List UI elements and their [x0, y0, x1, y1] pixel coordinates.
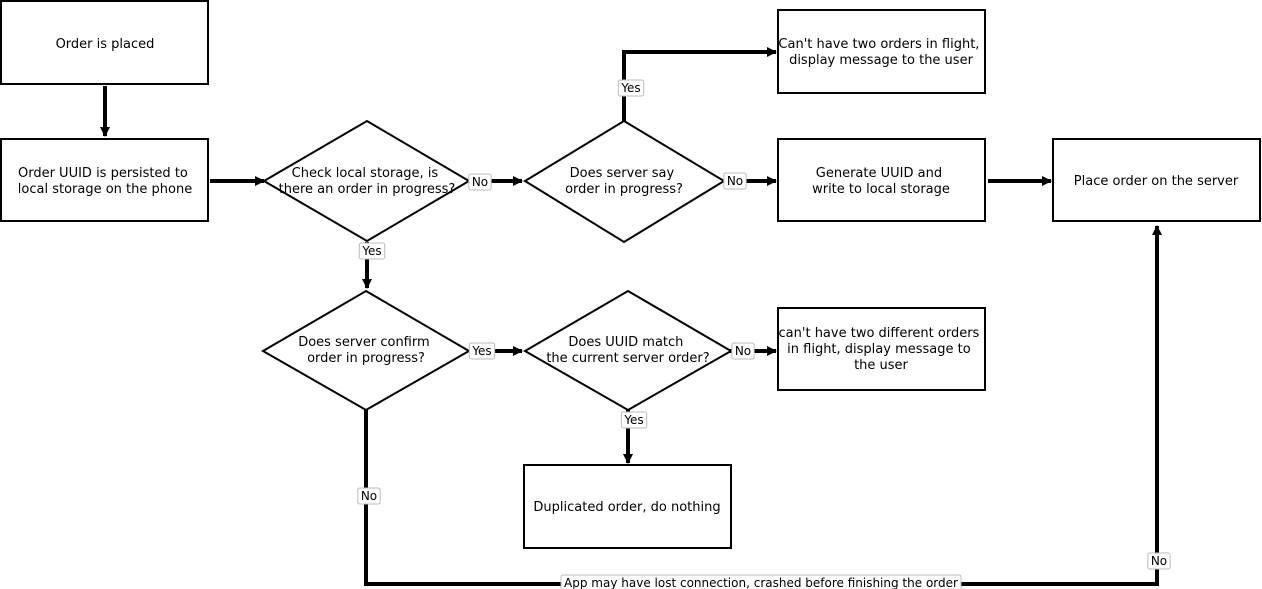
svg-text:App may have lost connection,: App may have lost connection, crashed be… — [564, 576, 958, 589]
check-local-line-2: there an order in progress? — [279, 182, 456, 197]
node-generate-uuid — [777, 138, 986, 222]
node-cant-two-orders — [777, 9, 986, 94]
cant-two-orders-text: Can't have two orders in flight, display… — [778, 37, 983, 68]
svg-text:Yes: Yes — [471, 344, 491, 358]
label-match-yes: Yes — [620, 411, 648, 429]
uuid-persisted-text: Order UUID is persisted to local storage… — [18, 166, 192, 197]
label-check-no: No — [468, 173, 492, 191]
server-in-progress-line-2: order in progress? — [565, 182, 683, 197]
uuid-persisted-line-1: Order UUID is persisted to — [18, 166, 188, 181]
label-confirm-yes: Yes — [468, 342, 496, 360]
label-server-yes: Yes — [617, 79, 645, 97]
uuid-match-text: Does UUID match the current server order… — [546, 335, 709, 366]
svg-text:Yes: Yes — [623, 413, 643, 427]
cant-two-different-text: can't have two different orders in fligh… — [779, 326, 984, 373]
node-duplicated — [523, 464, 732, 549]
generate-uuid-line-2: write to local storage — [812, 182, 950, 197]
server-in-progress-line-1: Does server say — [570, 166, 675, 181]
uuid-persisted-line-2: local storage on the phone — [18, 182, 192, 197]
uuid-match-line-2: the current server order? — [546, 351, 709, 366]
server-confirm-text: Does server confirm order in progress? — [298, 335, 434, 366]
node-place-order — [1052, 138, 1261, 222]
label-server-no: No — [723, 172, 747, 190]
server-confirm-line-2: order in progress? — [307, 351, 425, 366]
label-match-no: No — [731, 342, 755, 360]
svg-text:No: No — [361, 489, 377, 503]
decision-server-in-progress — [523, 119, 726, 244]
label-confirm-no: No — [357, 487, 381, 505]
server-confirm-line-1: Does server confirm — [298, 335, 429, 350]
node-order-placed — [0, 0, 209, 85]
place-order-text: Place order on the server — [1074, 174, 1239, 189]
generate-uuid-line-1: Generate UUID and — [816, 166, 942, 181]
node-uuid-persisted — [0, 138, 209, 222]
edge-confirm-no-return — [364, 225, 1162, 586]
order-placed-text: Order is placed — [56, 37, 155, 52]
svg-text:No: No — [727, 174, 743, 188]
cant-two-different-line-1: can't have two different orders — [779, 326, 980, 341]
svg-text:Yes: Yes — [620, 81, 640, 95]
uuid-match-line-1: Does UUID match — [568, 335, 683, 350]
edge-server-yes — [622, 47, 777, 121]
server-in-progress-text: Does server say order in progress? — [565, 166, 683, 197]
decision-check-local — [262, 119, 471, 243]
cant-two-different-line-3: the user — [854, 358, 908, 373]
generate-uuid-text: Generate UUID and write to local storage — [812, 166, 950, 197]
label-return-no: No — [1147, 552, 1171, 570]
cant-two-orders-line-2: display message to the user — [789, 53, 974, 68]
svg-text:No: No — [1151, 554, 1167, 568]
label-check-yes: Yes — [358, 242, 386, 260]
check-local-line-1: Check local storage, is — [292, 166, 439, 181]
label-bottom-note: App may have lost connection, crashed be… — [560, 574, 962, 589]
cant-two-orders-line-1: Can't have two orders in flight, — [778, 37, 979, 52]
check-local-text: Check local storage, is there an order i… — [279, 166, 456, 197]
svg-text:Yes: Yes — [361, 244, 381, 258]
decision-server-confirm — [261, 289, 471, 412]
cant-two-different-line-2: in flight, display message to — [787, 342, 971, 357]
duplicated-text: Duplicated order, do nothing — [533, 500, 720, 515]
decision-uuid-match — [523, 289, 733, 412]
svg-text:No: No — [472, 175, 488, 189]
svg-text:No: No — [735, 344, 751, 358]
node-cant-two-different — [777, 307, 986, 391]
